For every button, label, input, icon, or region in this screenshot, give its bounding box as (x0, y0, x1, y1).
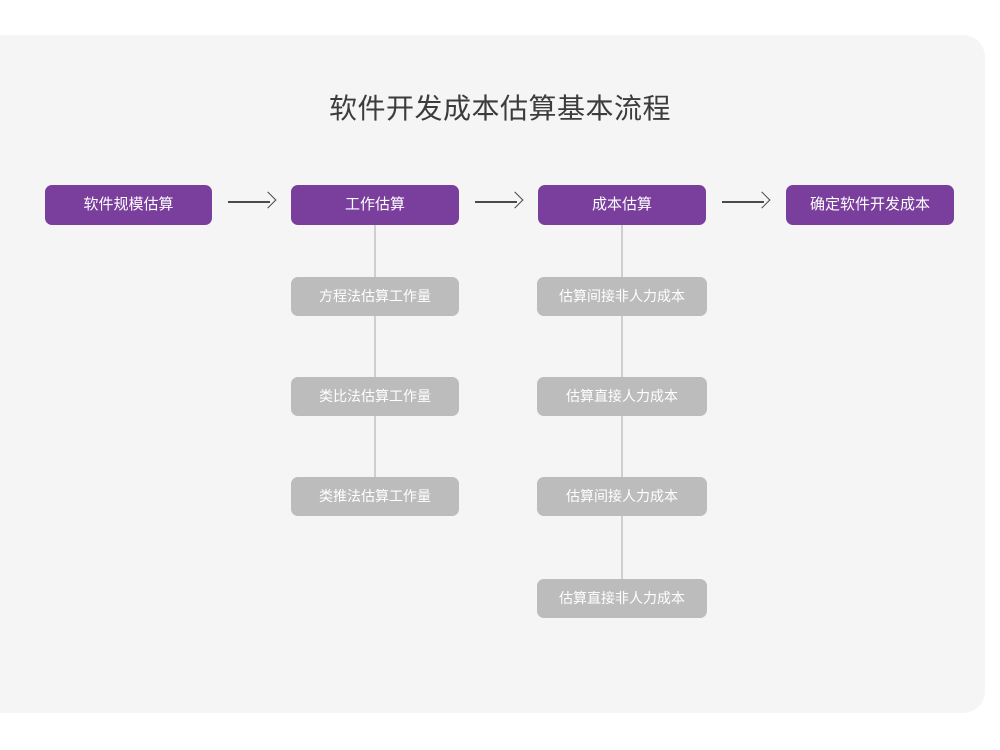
node-equation-method-workload[interactable]: 方程法估算工作量 (291, 277, 459, 316)
arrow-right-icon-1 (226, 190, 280, 214)
node-work-estimation[interactable]: 工作估算 (291, 185, 459, 225)
diagram-card-panel (0, 35, 985, 713)
arrow-head (259, 191, 277, 209)
node-software-scale-estimation[interactable]: 软件规模估算 (45, 185, 212, 225)
node-determine-software-development-cost[interactable]: 确定软件开发成本 (786, 185, 954, 225)
node-cost-estimation[interactable]: 成本估算 (538, 185, 706, 225)
arrow-shaft (228, 201, 270, 203)
arrow-head (506, 191, 524, 209)
arrow-shaft (475, 201, 517, 203)
arrow-right-icon-3 (720, 190, 774, 214)
arrow-shaft (722, 201, 764, 203)
arrow-head (753, 191, 771, 209)
node-indirect-non-labor-cost[interactable]: 估算间接非人力成本 (537, 277, 707, 316)
node-direct-labor-cost[interactable]: 估算直接人力成本 (537, 377, 707, 416)
node-indirect-labor-cost[interactable]: 估算间接人力成本 (537, 477, 707, 516)
node-analogical-method-workload[interactable]: 类推法估算工作量 (291, 477, 459, 516)
arrow-right-icon-2 (473, 190, 527, 214)
connector-line-work-estimation (374, 210, 376, 500)
page-title: 软件开发成本估算基本流程 (328, 93, 671, 124)
node-direct-non-labor-cost[interactable]: 估算直接非人力成本 (537, 579, 707, 618)
node-analogy-method-workload[interactable]: 类比法估算工作量 (291, 377, 459, 416)
